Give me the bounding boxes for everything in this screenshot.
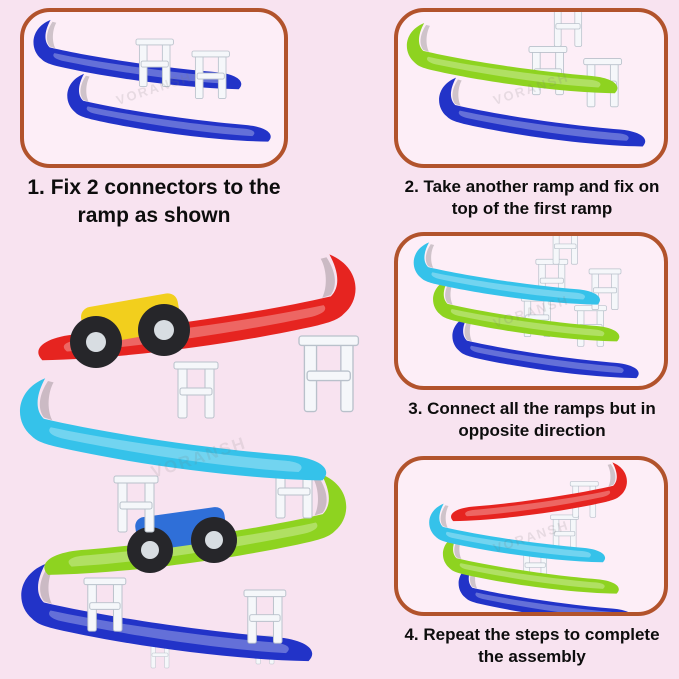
step4-caption: 4. Repeat the steps to complete the asse… (404, 625, 660, 667)
toy-car-bottom (127, 507, 237, 573)
ramp-red (451, 462, 627, 522)
step1-panel: VORANSH (20, 8, 288, 168)
step2-caption: 2. Take another ramp and fix on top of t… (404, 177, 660, 219)
connector-post (173, 361, 219, 419)
assembled-toy-figure: VORANSH (4, 246, 394, 670)
connector-post (243, 589, 287, 644)
connector-post (191, 50, 230, 100)
step2-art (406, 12, 646, 147)
step2-panel: VORANSH (394, 8, 668, 168)
connector-post (298, 335, 360, 413)
step1-art (33, 19, 271, 142)
assembled-toy-art (19, 254, 360, 669)
connector-post (550, 12, 586, 47)
ramp-blue (21, 563, 313, 662)
step3-panel: VORANSH (394, 232, 668, 390)
step3-caption: 3. Connect all the ramps but in opposite… (408, 399, 656, 441)
ramp-green (406, 22, 618, 94)
step4-art (429, 462, 635, 612)
step4-panel: VORANSH (394, 456, 668, 616)
step3-art (413, 236, 639, 379)
ramp-cyan (19, 378, 327, 481)
toy-car-top (70, 293, 190, 368)
step1-caption: 1. Fix 2 connectors to the ramp as shown (27, 176, 281, 227)
